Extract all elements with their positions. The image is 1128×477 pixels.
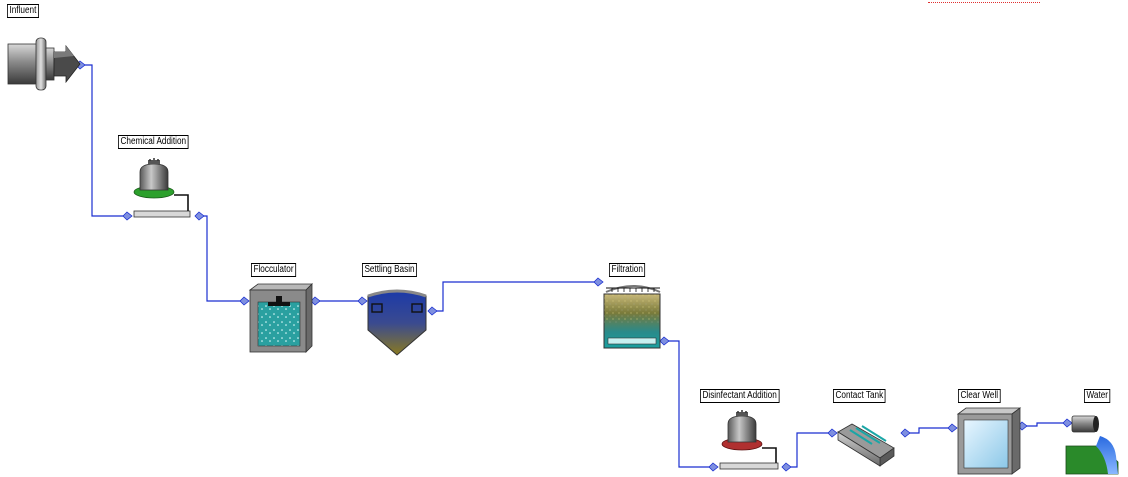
connector-chemical-out[interactable]	[195, 212, 204, 220]
connector-flocculator-in[interactable]	[240, 297, 249, 305]
label-chemical-addition: Chemical Addition	[118, 135, 189, 149]
pipe-outlet-icon[interactable]	[8, 38, 80, 90]
label-settling-basin: Settling Basin	[362, 263, 417, 277]
pipe-filtration-to-disinfectant[interactable]	[664, 341, 713, 467]
dosing-pump-icon[interactable]	[134, 158, 190, 217]
connector-disinfectant-in[interactable]	[709, 463, 718, 471]
connector-filtration-out[interactable]	[660, 337, 669, 345]
connector-clearwell-in[interactable]	[948, 424, 957, 432]
pipe-clearwell-to-water[interactable]	[1022, 423, 1067, 426]
label-clear-well: Clear Well	[958, 389, 1001, 403]
label-contact-tank: Contact Tank	[833, 389, 886, 403]
connector-disinfectant-out[interactable]	[782, 463, 791, 471]
selection-marker	[928, 0, 1040, 3]
pipe-disinfectant-to-contact[interactable]	[786, 433, 832, 467]
clear-well-tank-icon[interactable]	[958, 408, 1020, 474]
connector-contact-out[interactable]	[901, 429, 910, 437]
connectors	[76, 61, 1072, 471]
label-flocculator: Flocculator	[251, 263, 296, 277]
filter-tank-icon[interactable]	[604, 286, 660, 348]
pipe-settling-to-filtration[interactable]	[432, 282, 598, 311]
label-influent: Influent	[7, 4, 39, 18]
connector-settling-in[interactable]	[358, 297, 367, 305]
connector-water-in[interactable]	[1063, 419, 1072, 427]
pipe-contact-to-clearwell[interactable]	[905, 428, 952, 433]
connector-contact-in[interactable]	[828, 429, 837, 437]
flocculator-tank-icon[interactable]	[250, 284, 312, 352]
flow-pipes	[80, 65, 1067, 467]
connector-settling-out[interactable]	[428, 307, 437, 315]
connector-chemical-in[interactable]	[123, 212, 132, 220]
label-filtration: Filtration	[609, 263, 645, 277]
connector-filtration-in[interactable]	[594, 278, 603, 286]
contact-tank-icon[interactable]	[838, 424, 894, 466]
label-water: Water	[1084, 389, 1110, 403]
water-outfall-icon[interactable]	[1066, 416, 1118, 474]
label-disinfectant-addition: Disinfectant Addition	[700, 389, 779, 403]
dosing-pump-icon[interactable]	[720, 410, 778, 469]
settling-basin-icon[interactable]	[368, 291, 426, 355]
pipe-chemical-to-flocculator[interactable]	[199, 216, 244, 301]
